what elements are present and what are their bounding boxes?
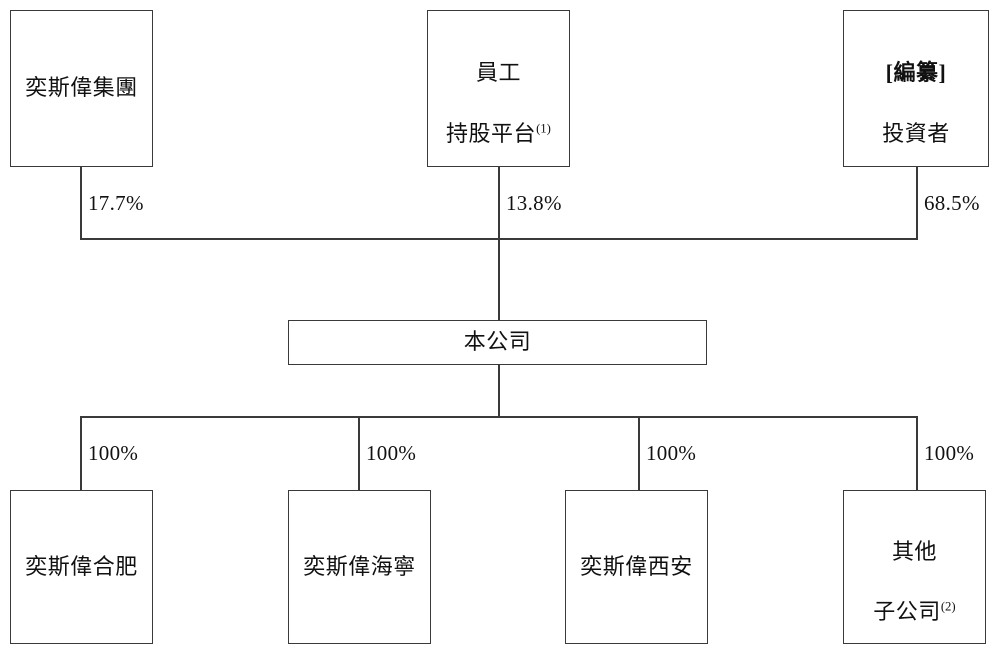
label-line-2: 持股平台: [446, 120, 537, 146]
shareholder-label-redacted-investors: [編纂] 投資者: [882, 28, 950, 149]
subsidiary-label-yeswell-haining: 奕斯偉海寧: [303, 553, 416, 579]
percent-label-employee-shareholding-platform: 13.8%: [506, 191, 562, 215]
subsidiary-label-other-subsidiaries: 其他 子公司(2): [873, 506, 955, 627]
subsidiary-box-yeswell-xian[interactable]: 奕斯偉西安: [565, 490, 708, 644]
shareholder-label-yeswell-group: 奕斯偉集團: [25, 75, 138, 101]
percent-label-yeswell-xian: 100%: [646, 441, 697, 465]
connector-bus-subsidiaries: [80, 416, 918, 418]
percent-label-yeswell-hefei: 100%: [88, 441, 139, 465]
connector-drop-yeswell-xian: [638, 416, 640, 490]
percent-label-other-subsidiaries: 100%: [924, 441, 975, 465]
connector-drop-other-subsidiaries: [916, 416, 918, 490]
shareholder-box-yeswell-group[interactable]: 奕斯偉集團: [10, 10, 153, 167]
label-line-2: 子公司: [873, 599, 941, 625]
company-label: 本公司: [463, 329, 532, 355]
connector-bus-to-company: [498, 238, 500, 320]
connector-company-to-bus: [498, 365, 500, 417]
connector-drop-yeswell-group: [80, 167, 82, 240]
company-box[interactable]: 本公司: [288, 320, 707, 365]
subsidiary-box-other-subsidiaries[interactable]: 其他 子公司(2): [843, 490, 986, 644]
shareholder-box-redacted-investors[interactable]: [編纂] 投資者: [843, 10, 989, 167]
connector-drop-yeswell-haining: [358, 416, 360, 490]
shareholder-box-employee-shareholding-platform[interactable]: 員工 持股平台(1): [427, 10, 570, 167]
shareholder-label-employee-shareholding-platform: 員工 持股平台(1): [446, 28, 551, 149]
label-line-2: 投資者: [882, 120, 950, 146]
footnote-marker-2: (2): [940, 600, 956, 615]
connector-drop-employee-shareholding-platform: [498, 167, 500, 240]
subsidiary-label-yeswell-hefei: 奕斯偉合肥: [25, 553, 138, 579]
label-line-1: 其他: [891, 538, 937, 564]
connector-drop-redacted-investors: [916, 167, 918, 240]
footnote-marker-1: (1): [536, 121, 551, 136]
percent-label-yeswell-group: 17.7%: [88, 191, 144, 215]
subsidiary-box-yeswell-haining[interactable]: 奕斯偉海寧: [288, 490, 431, 644]
percent-label-yeswell-haining: 100%: [366, 441, 417, 465]
label-line-1: 員工: [475, 60, 521, 86]
connector-drop-yeswell-hefei: [80, 416, 82, 490]
label-line-1: [編纂]: [885, 60, 947, 86]
percent-label-redacted-investors: 68.5%: [924, 191, 980, 215]
subsidiary-label-yeswell-xian: 奕斯偉西安: [580, 553, 693, 579]
subsidiary-box-yeswell-hefei[interactable]: 奕斯偉合肥: [10, 490, 153, 644]
